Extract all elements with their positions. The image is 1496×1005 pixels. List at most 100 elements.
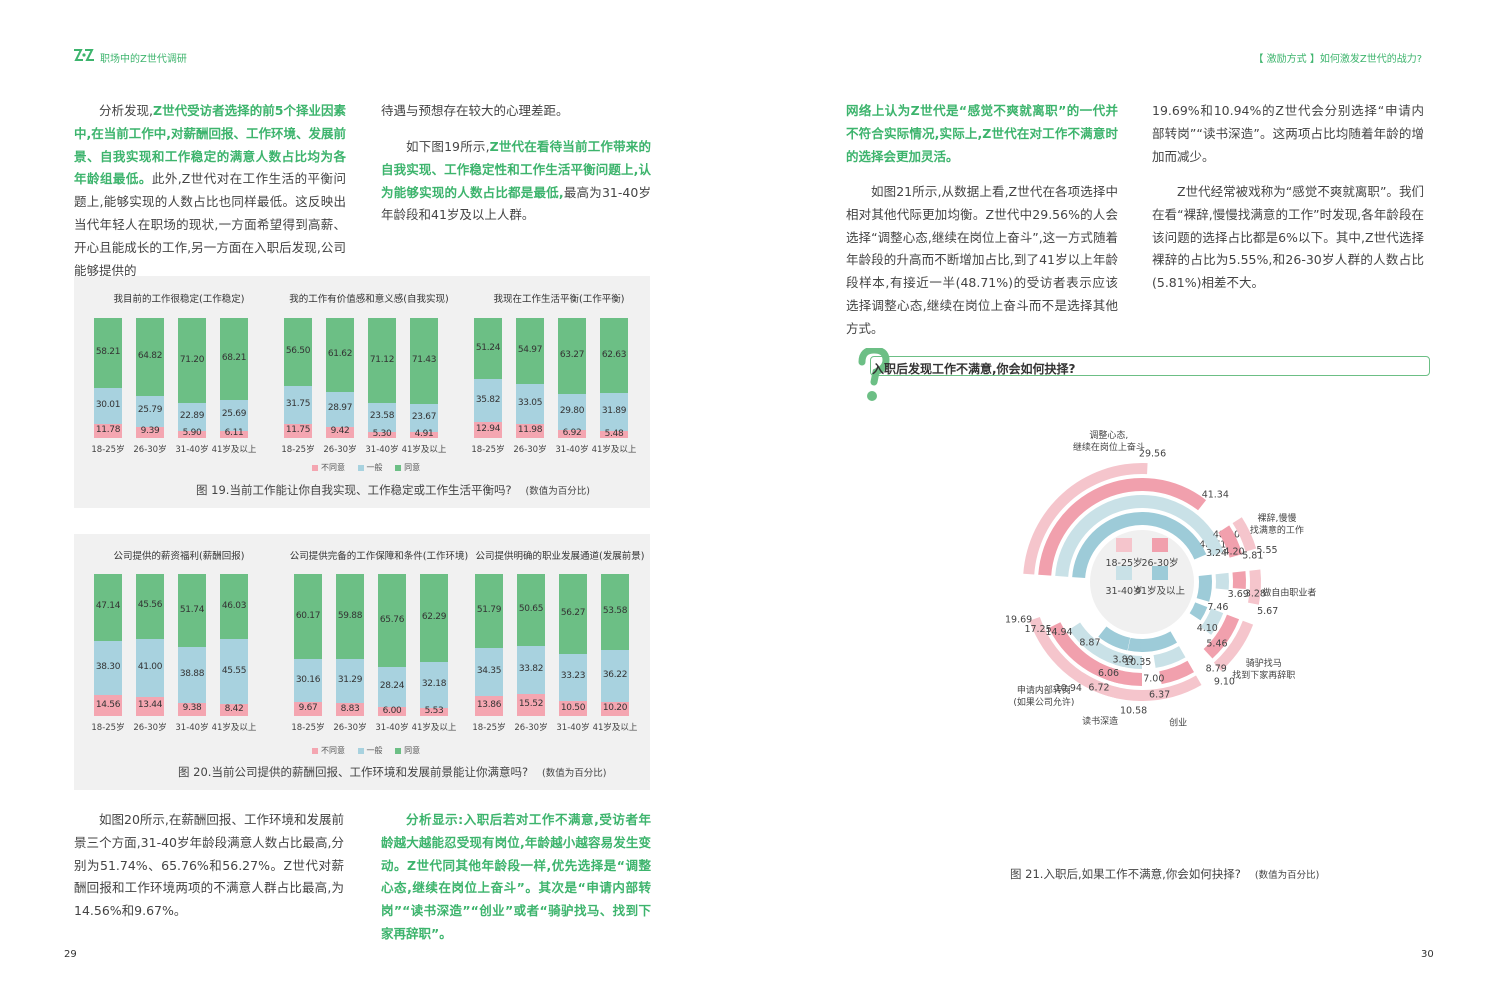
data-label: 11.75 — [285, 424, 311, 435]
radial-arc — [1138, 675, 1202, 701]
logo-icon — [73, 46, 95, 68]
disagree-segment — [136, 696, 164, 716]
radial-arc — [1023, 462, 1148, 575]
x-tick-label: 18-25岁 — [472, 723, 506, 733]
chart-title: 公司提供完备的工作保障和条件(工作环境) — [289, 551, 469, 562]
left-paragraph-2: 待遇与预想存在较大的心理差距。 — [381, 103, 569, 118]
question-text: 入职后发现工作不满意,你会如何抉择? — [872, 362, 1076, 376]
data-label: 47.14 — [95, 601, 121, 612]
radial-arc — [1055, 495, 1217, 577]
x-tick-label: 41岁及以上 — [411, 723, 457, 733]
x-tick-label: 31-40岁 — [175, 445, 209, 455]
legend-label: 26-30岁 — [1141, 557, 1178, 569]
data-label: 45.55 — [221, 665, 247, 676]
agree-segment — [294, 574, 322, 660]
value-label: 7.00 — [1143, 673, 1164, 684]
legend-label: 18-25岁 — [1105, 557, 1142, 569]
agree-segment — [410, 318, 438, 404]
data-label: 64.82 — [137, 350, 163, 361]
radial-arc — [1213, 620, 1254, 671]
data-label: 9.39 — [140, 426, 160, 437]
value-label: 3.24 — [1206, 548, 1227, 559]
category-label: 申请内部转岗 — [1017, 684, 1071, 696]
value-label: 7.46 — [1207, 602, 1228, 613]
agree-segment — [178, 574, 206, 648]
right-paragraph-3: 19.69%和10.94%的Z世代会分别选择“申请内部转岗”“读书深造”。这两项… — [1152, 103, 1424, 164]
neutral-segment — [284, 385, 312, 424]
data-label: 31.75 — [285, 398, 311, 409]
neutral-segment — [410, 403, 438, 433]
radial-arc — [1140, 631, 1177, 652]
data-label: 6.11 — [224, 428, 244, 439]
disagree-segment — [178, 702, 206, 716]
radial-arc — [1200, 608, 1224, 635]
agree-segment — [94, 574, 122, 641]
data-label: 41.00 — [137, 661, 163, 672]
category-label: 创业 — [1169, 717, 1187, 729]
data-label: 35.82 — [475, 394, 501, 405]
neutral-segment — [220, 399, 248, 431]
neutral-segment — [94, 387, 122, 424]
agree-segment — [600, 318, 628, 394]
neutral-segment — [516, 383, 544, 424]
neutral-segment — [220, 639, 248, 705]
x-tick-label: 26-30岁 — [133, 723, 167, 733]
left-paragraph-1: 分析发现,Z世代受访者选择的前5个择业因素中,在当前工作中,对薪酬回报、工作环境… — [74, 103, 346, 278]
category-label-line2: 找到下家再辞职 — [1232, 669, 1295, 681]
agree-segment — [420, 574, 448, 663]
radial-arc — [1196, 574, 1212, 602]
data-label: 5.30 — [372, 428, 392, 439]
disagree-segment — [516, 423, 544, 438]
data-label: 51.24 — [475, 342, 501, 353]
value-label: 10.35 — [1124, 657, 1151, 668]
category-label-line2: 找满意的工作 — [1250, 524, 1304, 536]
neutral-segment — [94, 640, 122, 696]
value-label: 5.81 — [1242, 550, 1263, 561]
disagree-segment — [284, 423, 312, 438]
value-label: 9.10 — [1214, 676, 1235, 687]
data-label: 68.21 — [221, 352, 247, 363]
radial-arc — [1048, 622, 1124, 684]
agree-segment — [336, 574, 364, 660]
data-label: 11.78 — [95, 424, 121, 435]
x-tick-label: 26-30岁 — [133, 445, 167, 455]
neutral-segment — [326, 391, 354, 427]
disagree-segment — [420, 708, 448, 716]
data-label: 9.38 — [182, 703, 202, 714]
data-label: 14.56 — [95, 699, 121, 710]
chart-title: 我的工作有价值感和意义感(自我实现) — [289, 294, 449, 305]
value-label: 8.79 — [1206, 664, 1227, 675]
x-tick-label: 31-40岁 — [556, 723, 590, 733]
radial-arc — [1038, 478, 1207, 576]
neutral-segment — [559, 653, 587, 702]
agree-segment — [178, 318, 206, 404]
data-label: 6.00 — [382, 705, 402, 716]
page-number-left: 29 — [64, 949, 77, 960]
radial-arc — [1072, 511, 1203, 579]
data-label: 54.97 — [517, 344, 543, 355]
x-tick-label: 26-30岁 — [323, 445, 357, 455]
legend-swatch — [1152, 566, 1168, 580]
agree-segment — [378, 574, 406, 668]
data-label: 71.12 — [369, 354, 395, 365]
disagree-segment — [294, 702, 322, 716]
value-label: 17.25 — [1024, 624, 1051, 635]
data-label: 5.48 — [604, 428, 624, 439]
category-label: 裸辞,慢慢 — [1257, 512, 1296, 524]
disagree-segment — [94, 423, 122, 438]
data-label: 30.16 — [295, 674, 321, 685]
data-label: 59.88 — [337, 610, 363, 621]
data-label: 5.53 — [424, 706, 444, 717]
value-label: 6.06 — [1098, 668, 1119, 679]
neutral-segment — [294, 659, 322, 703]
neutral-segment — [517, 645, 545, 694]
